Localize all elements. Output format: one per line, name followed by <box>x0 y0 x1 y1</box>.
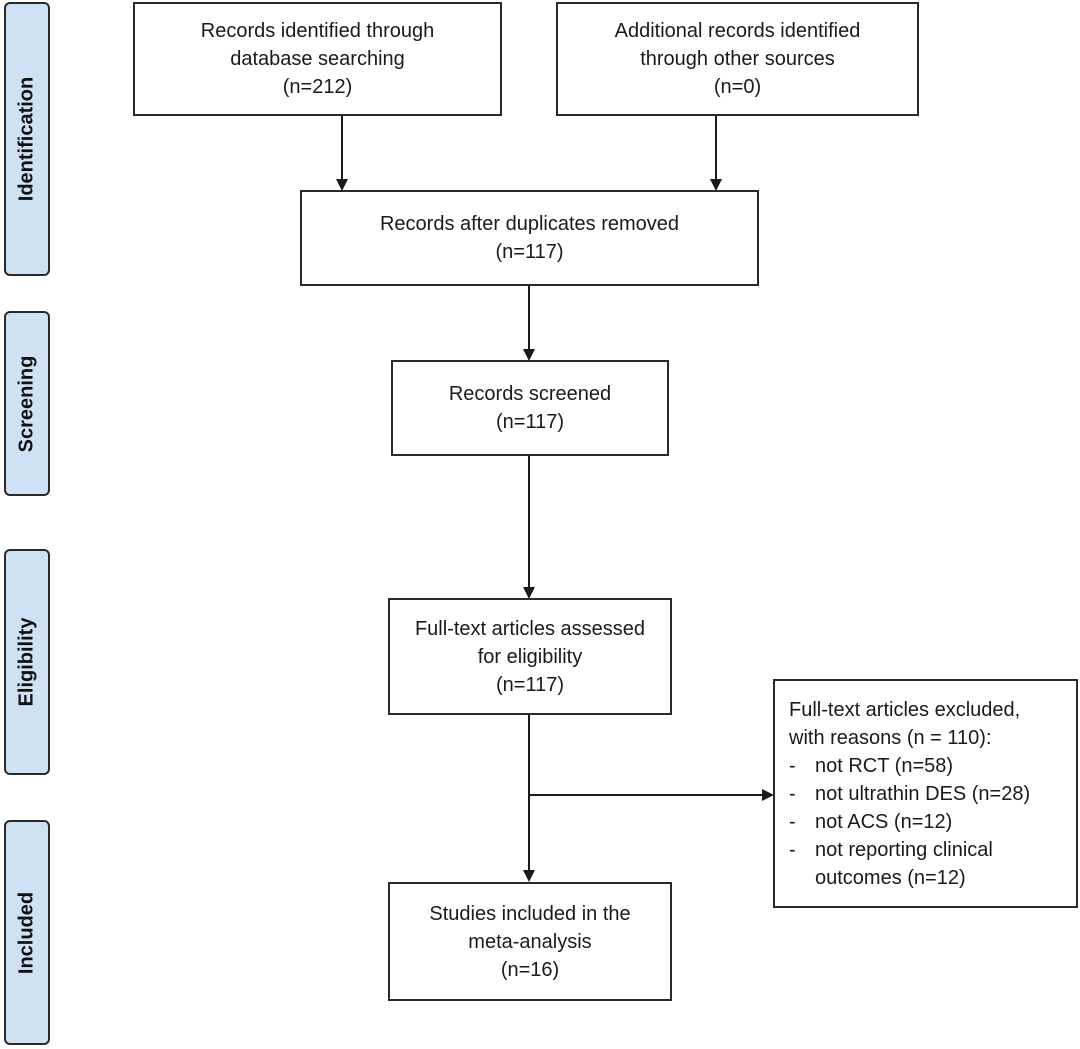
reason-bullet: - <box>789 782 796 805</box>
box-other-line1: Additional records identified <box>614 20 861 42</box>
reason-bullet <box>789 864 815 892</box>
exclusion-reason: outcomes (n=12) <box>789 864 966 892</box>
box-database-records: Records identified through database sear… <box>133 2 502 116</box>
box-excluded-line1: Full-text articles excluded, <box>789 698 1021 721</box>
box-database-line2: database searching <box>230 48 405 70</box>
box-other-count: (n=0) <box>713 76 762 98</box>
box-records-screened: Records screened (n=117) <box>391 360 669 456</box>
box-duplicates-line1: Records after duplicates removed <box>379 213 680 235</box>
box-fulltext-line1: Full-text articles assessed <box>414 617 646 640</box>
reason-text: outcomes (n=12) <box>815 866 966 889</box>
box-fulltext-line2: for eligibility <box>477 645 583 668</box>
box-included-line1: Studies included in the <box>429 902 631 925</box>
reason-bullet: - <box>789 754 796 777</box>
box-duplicates-removed: Records after duplicates removed (n=117) <box>300 190 759 286</box>
box-fulltext-count: (n=117) <box>495 673 564 696</box>
box-other-line2: through other sources <box>640 48 835 70</box>
stage-eligibility: Eligibility <box>4 549 50 775</box>
reason-text: not RCT (n=58) <box>815 754 954 777</box>
box-database-line1: Records identified through <box>200 20 435 42</box>
box-fulltext-assessed: Full-text articles assessed for eligibil… <box>388 598 672 715</box>
box-included-count: (n=16) <box>500 958 560 981</box>
box-excluded-line2: with reasons (n = 110): <box>789 726 992 749</box>
exclusion-reason: - not ultrathin DES (n=28) <box>789 780 1030 808</box>
box-studies-included: Studies included in the meta-analysis (n… <box>388 882 672 1001</box>
reason-text: not ultrathin DES (n=28) <box>815 782 1031 805</box>
box-duplicates-count: (n=117) <box>495 241 564 263</box>
exclusion-reason: - not RCT (n=58) <box>789 752 953 780</box>
box-fulltext-excluded: Full-text articles excluded, with reason… <box>773 679 1078 908</box>
stage-screening: Screening <box>4 311 50 496</box>
reason-text: not ACS (n=12) <box>815 810 953 833</box>
box-screened-count: (n=117) <box>495 411 564 433</box>
stage-included: Included <box>4 820 50 1045</box>
box-included-line2: meta-analysis <box>468 930 592 953</box>
reason-bullet: - <box>789 838 796 861</box>
reason-text: not reporting clinical <box>815 838 993 861</box>
exclusion-reason: - not ACS (n=12) <box>789 808 952 836</box>
exclusion-reason: - not reporting clinical <box>789 836 993 864</box>
box-other-sources: Additional records identified through ot… <box>556 2 919 116</box>
reason-bullet: - <box>789 810 796 833</box>
stage-identification: Identification <box>4 2 50 276</box>
box-screened-line1: Records screened <box>448 383 612 405</box>
box-database-count: (n=212) <box>282 76 353 98</box>
